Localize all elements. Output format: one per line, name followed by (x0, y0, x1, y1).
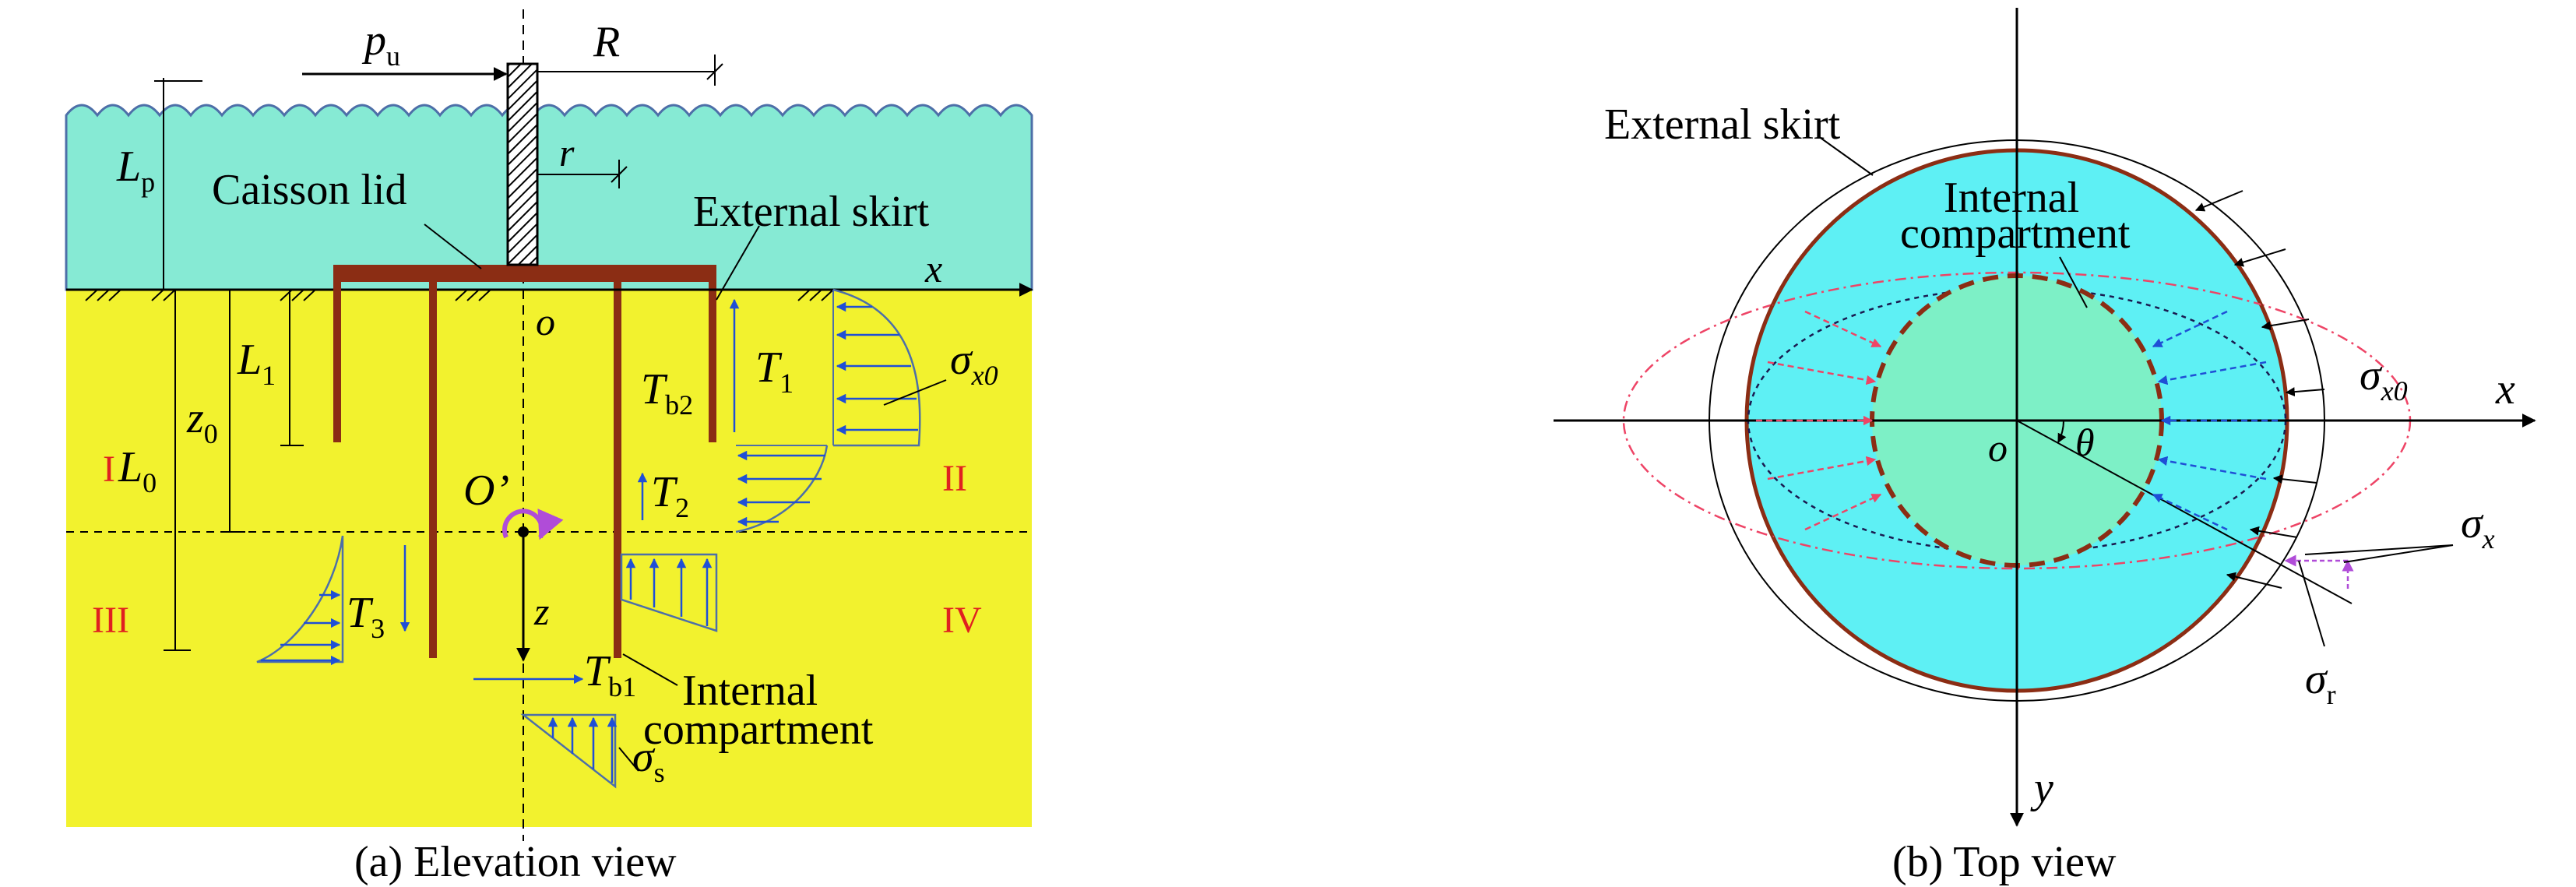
internal-compartment-label-a-line1: Internal (682, 667, 818, 715)
pink-arrows-left (1756, 310, 1882, 531)
sigma-x0-arrows (2194, 190, 2325, 589)
r-outer-label: R (593, 18, 620, 66)
r-inner-label: r (559, 131, 575, 174)
theta-label: θ (2075, 421, 2095, 464)
external-skirt-right (709, 265, 716, 442)
t2-distribution (735, 445, 829, 533)
l0-label: L0 (118, 443, 157, 498)
sigma-x0-label-b: σx0 (2360, 351, 2408, 407)
soil-area (66, 290, 1032, 827)
tb1-label: Tb1 (584, 647, 636, 702)
panel-elevation-view: pu R r Lp Caisson lid External skirt x o… (65, 9, 1033, 886)
theta-arc (2057, 420, 2067, 444)
pile-shaft (506, 62, 539, 266)
external-skirt-left (333, 265, 341, 442)
z-axis-label-a: z (533, 590, 549, 633)
sigma-r-label: σr (2305, 655, 2336, 710)
origin-label-b: o (1988, 426, 2008, 470)
x-axis-label-b: x (2495, 365, 2515, 414)
radial-line (2016, 420, 2353, 604)
region-i-label: I (103, 449, 115, 490)
lp-dimension (154, 78, 202, 290)
sigma-s-distribution (520, 713, 618, 789)
lp-label: Lp (116, 143, 155, 198)
o-prime-label: O’ (463, 466, 509, 515)
l1-label: L1 (237, 336, 276, 391)
internal-compartment-right (614, 265, 621, 658)
z0-dimension (222, 290, 245, 533)
internal-compartment-left (429, 265, 437, 658)
sigma-x-label-b: σx (2461, 499, 2495, 554)
leader-lines-a (424, 224, 947, 772)
panel-top-view: External skirt Internal compartment σx0 … (1554, 8, 2536, 886)
t2-label: T2 (651, 468, 689, 523)
l0-dimension (164, 290, 191, 651)
caisson-lid (333, 265, 716, 282)
x-axis-label-a: x (924, 247, 942, 290)
y-axis-label-b: y (2030, 764, 2053, 812)
leader-lines-b (1818, 136, 2454, 647)
t3-distribution (256, 535, 344, 666)
internal-compartment-label-b-line2: compartment (1900, 209, 2131, 258)
external-skirt-label-a: External skirt (693, 188, 930, 236)
region-iii-label: III (92, 600, 129, 641)
region-iv-label: IV (942, 600, 982, 641)
tb2-label: Tb2 (641, 365, 693, 421)
external-skirt-label-b: External skirt (1604, 100, 1841, 149)
sigma-r-arrow (2284, 554, 2354, 592)
caption-elevation-view: (a) Elevation view (354, 838, 677, 886)
water-area (65, 104, 1033, 291)
origin-label-a: o (536, 300, 555, 343)
caisson-lid-label: Caisson lid (212, 166, 406, 214)
region-ii-label: II (942, 458, 967, 499)
pu-label: pu (361, 16, 400, 72)
t3-label: T3 (347, 589, 385, 644)
l1-dimension (280, 290, 304, 446)
z0-label: z0 (186, 394, 218, 449)
internal-compartment-label-b-line1: Internal (1944, 174, 2079, 222)
blue-arrows-right (2152, 310, 2278, 531)
ground-hatch (85, 289, 834, 301)
tb2-distribution (620, 553, 718, 632)
r-outer-dimension (537, 55, 723, 86)
rotation-center-dot (518, 526, 529, 537)
internal-compartment-label-a-line2: compartment (643, 706, 874, 754)
sigma-x0-distribution (832, 288, 921, 447)
t1-label: T1 (755, 343, 794, 399)
r-inner-dimension (537, 160, 628, 188)
caption-top-view: (b) Top view (1892, 838, 2117, 886)
sigma-x0-label-a: σx0 (950, 336, 998, 391)
sigma-s-label: σs (632, 733, 665, 788)
rotation-arrow-icon (502, 509, 564, 540)
